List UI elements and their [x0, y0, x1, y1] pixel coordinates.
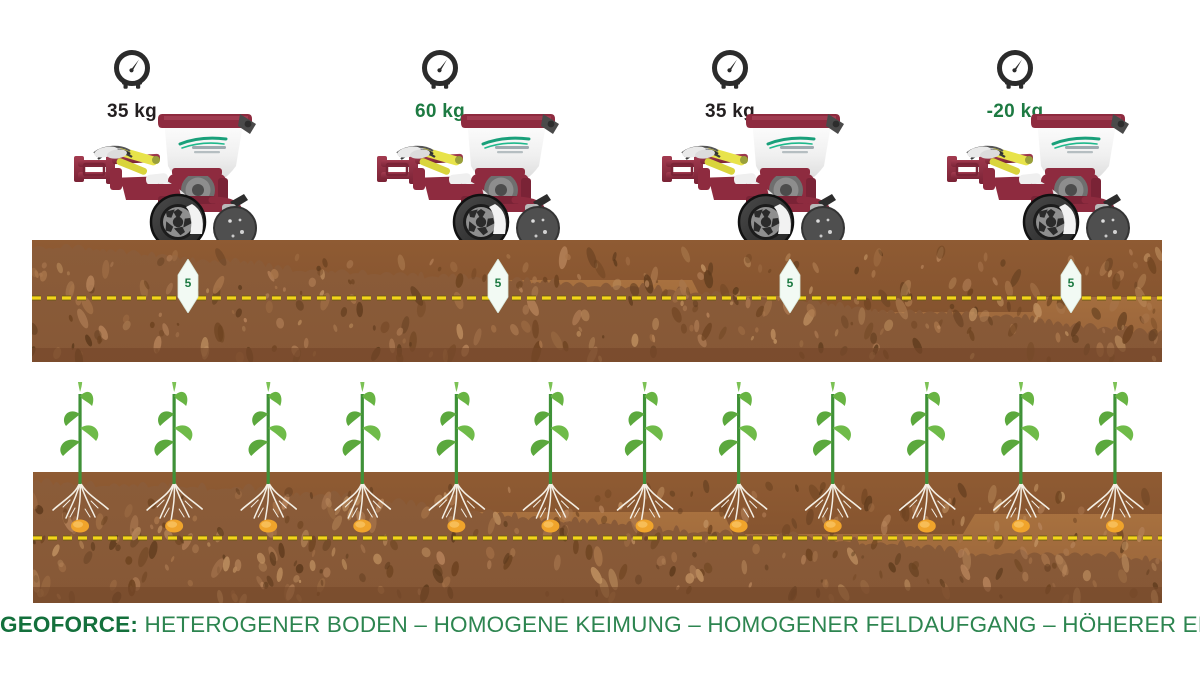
side-shield: [489, 204, 506, 234]
toolbar-arm: [74, 154, 115, 184]
gauge-column-2: 60 kg: [380, 48, 500, 123]
root-system: [804, 481, 862, 521]
depth-value: 5: [184, 276, 192, 290]
side-shield: [1059, 204, 1076, 234]
precision-planter-unit-1: [72, 108, 272, 253]
soil-cross-section-emergence: [33, 382, 1162, 603]
depth-marker-4: 5: [1060, 258, 1082, 314]
leaves: [530, 382, 569, 456]
corn-seedling: [616, 382, 674, 533]
root-system: [522, 481, 580, 521]
corn-seedling: [898, 382, 956, 533]
soil-cross-section-seeding: [32, 240, 1162, 362]
closing-wheel: [1086, 206, 1130, 250]
gauge-icon: [712, 50, 748, 89]
root-system: [146, 481, 203, 521]
caption-text: HETEROGENER BODEN – HOMOGENE KEIMUNG – H…: [138, 612, 1200, 637]
leaves: [1095, 382, 1134, 456]
corn-seedling: [993, 382, 1050, 533]
side-shield: [186, 204, 203, 234]
toolbar-arm: [377, 154, 418, 184]
gauge-icon: [422, 50, 458, 89]
soil-profile-bottom: [33, 382, 1162, 603]
precision-planter-unit-2: [375, 108, 575, 253]
brand-swoosh: [178, 136, 228, 146]
hose-bundle: [93, 145, 133, 160]
depth-value: 5: [494, 276, 502, 290]
planter-artwork: [74, 114, 257, 251]
gauge-icon: [114, 50, 150, 89]
root-system: [616, 481, 674, 521]
toolbar-arm: [662, 154, 703, 184]
brand-swoosh: [481, 136, 531, 146]
root-system: [428, 481, 486, 521]
corn-seedling: [240, 382, 298, 533]
leaves: [248, 382, 287, 456]
gauge-column-3: 35 kg: [670, 48, 790, 123]
planter-artwork: [947, 114, 1130, 251]
leaves: [154, 382, 193, 456]
depth-marker-3: 5: [779, 258, 801, 314]
corn-seedling: [334, 382, 392, 533]
weight-label: 35 kg: [106, 101, 158, 122]
root-system: [898, 481, 956, 521]
depth-marker-2: 5: [487, 258, 509, 314]
corn-seedling: [522, 382, 580, 533]
soil-bottom-band: [32, 348, 1162, 362]
leaves: [60, 382, 99, 456]
depth-value: 5: [786, 276, 794, 290]
root-system: [993, 481, 1050, 521]
corn-seedling: [1087, 382, 1144, 533]
gauge-icon: [997, 50, 1033, 89]
precision-planter-unit-4: [945, 108, 1145, 253]
corn-seedling: [804, 382, 862, 533]
gauge-column-4: -20 kg: [955, 48, 1075, 123]
leaves: [436, 382, 475, 456]
caption: GEOFORCE: HETEROGENER BODEN – HOMOGENE K…: [0, 612, 1200, 638]
root-system: [334, 481, 392, 521]
depth-value: 5: [1067, 276, 1075, 290]
brand-swoosh: [766, 136, 816, 146]
soil-bottom-band: [33, 587, 1162, 603]
corn-seedling: [428, 382, 486, 533]
hose-bundle: [966, 145, 1006, 160]
root-system: [710, 481, 768, 521]
soil-profile-top: [32, 240, 1162, 362]
leaves: [342, 382, 381, 456]
corn-seedling: [52, 382, 109, 533]
toolbar-arm: [947, 154, 988, 184]
weight-label: 35 kg: [704, 101, 756, 122]
root-system: [240, 481, 298, 521]
depth-marker-1: 5: [177, 258, 199, 314]
hose-bundle: [396, 145, 436, 160]
leaves: [1001, 382, 1040, 456]
leaves: [718, 382, 757, 456]
weight-label: 60 kg: [414, 101, 466, 122]
weight-label: -20 kg: [986, 101, 1044, 122]
brand-swoosh: [1051, 136, 1101, 146]
leaves: [813, 382, 852, 456]
leaves: [624, 382, 663, 456]
root-system: [52, 481, 109, 521]
gauge-column-1: 35 kg: [72, 48, 192, 123]
hose-bundle: [681, 145, 721, 160]
corn-seedling: [146, 382, 203, 533]
planter-artwork: [662, 114, 845, 251]
side-shield: [774, 204, 791, 234]
precision-planter-unit-3: [660, 108, 860, 253]
corn-seedling: [710, 382, 768, 533]
soil-layer-tilled: [32, 243, 1162, 362]
root-system: [1087, 481, 1144, 521]
planter-artwork: [377, 114, 560, 251]
brand-name: GEOFORCE:: [0, 612, 139, 637]
leaves: [907, 382, 946, 456]
